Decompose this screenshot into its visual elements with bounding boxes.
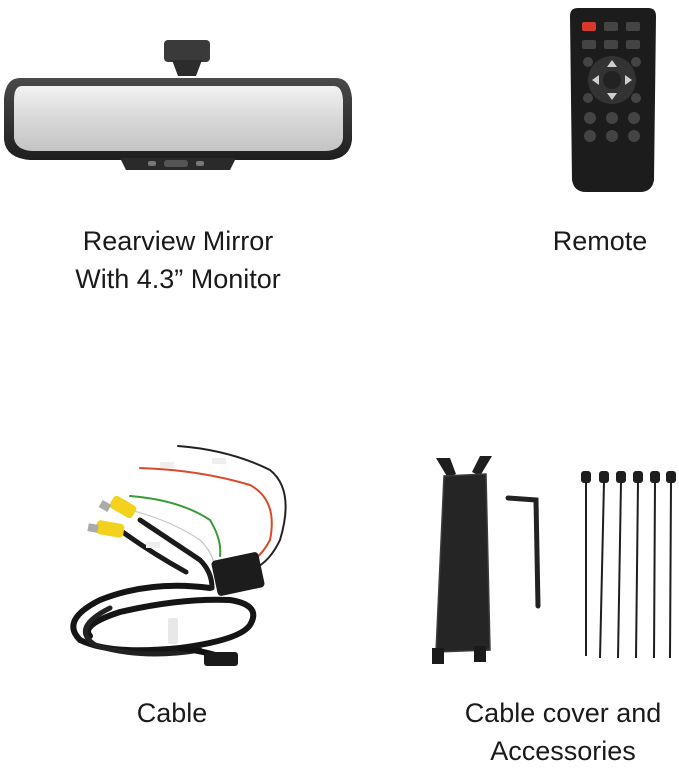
remote-caption: Remote	[552, 226, 648, 256]
accessories-caption-line2: Accessories	[490, 736, 636, 766]
accessories-caption-line1: Cable cover and	[464, 698, 662, 728]
mirror-caption-line1: Rearview Mirror	[82, 226, 274, 256]
cable-caption: Cable	[136, 698, 208, 728]
mirror-caption-line2: With 4.3” Monitor	[75, 264, 281, 294]
